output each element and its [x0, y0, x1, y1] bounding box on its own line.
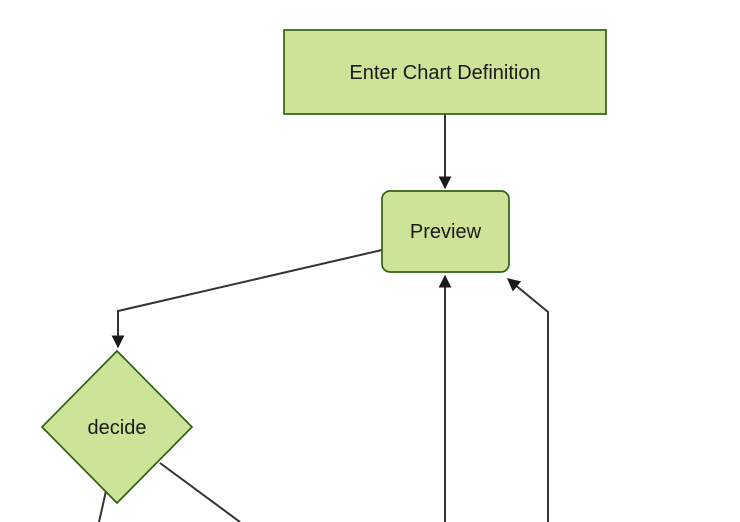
node-preview: Preview — [381, 190, 510, 273]
node-label-decide: decide — [88, 417, 147, 439]
edge-group — [98, 114, 549, 522]
diamond-shape — [40, 349, 194, 505]
rounded-rectangle-shape — [381, 190, 510, 273]
edge-bottom-right-to-preview — [506, 278, 549, 522]
rectangle-shape — [283, 29, 607, 115]
node-label-preview: Preview — [410, 221, 482, 243]
edge-preview-to-decide — [111, 249, 383, 349]
node-label-enter-chart-definition: Enter Chart Definition — [349, 62, 540, 84]
node-decide: decide — [40, 349, 194, 505]
node-enter-chart-definition: Enter Chart Definition — [283, 29, 607, 115]
edge-decide-to-bottom-left — [98, 490, 107, 522]
edge-decide-to-bottom-right — [159, 462, 241, 522]
